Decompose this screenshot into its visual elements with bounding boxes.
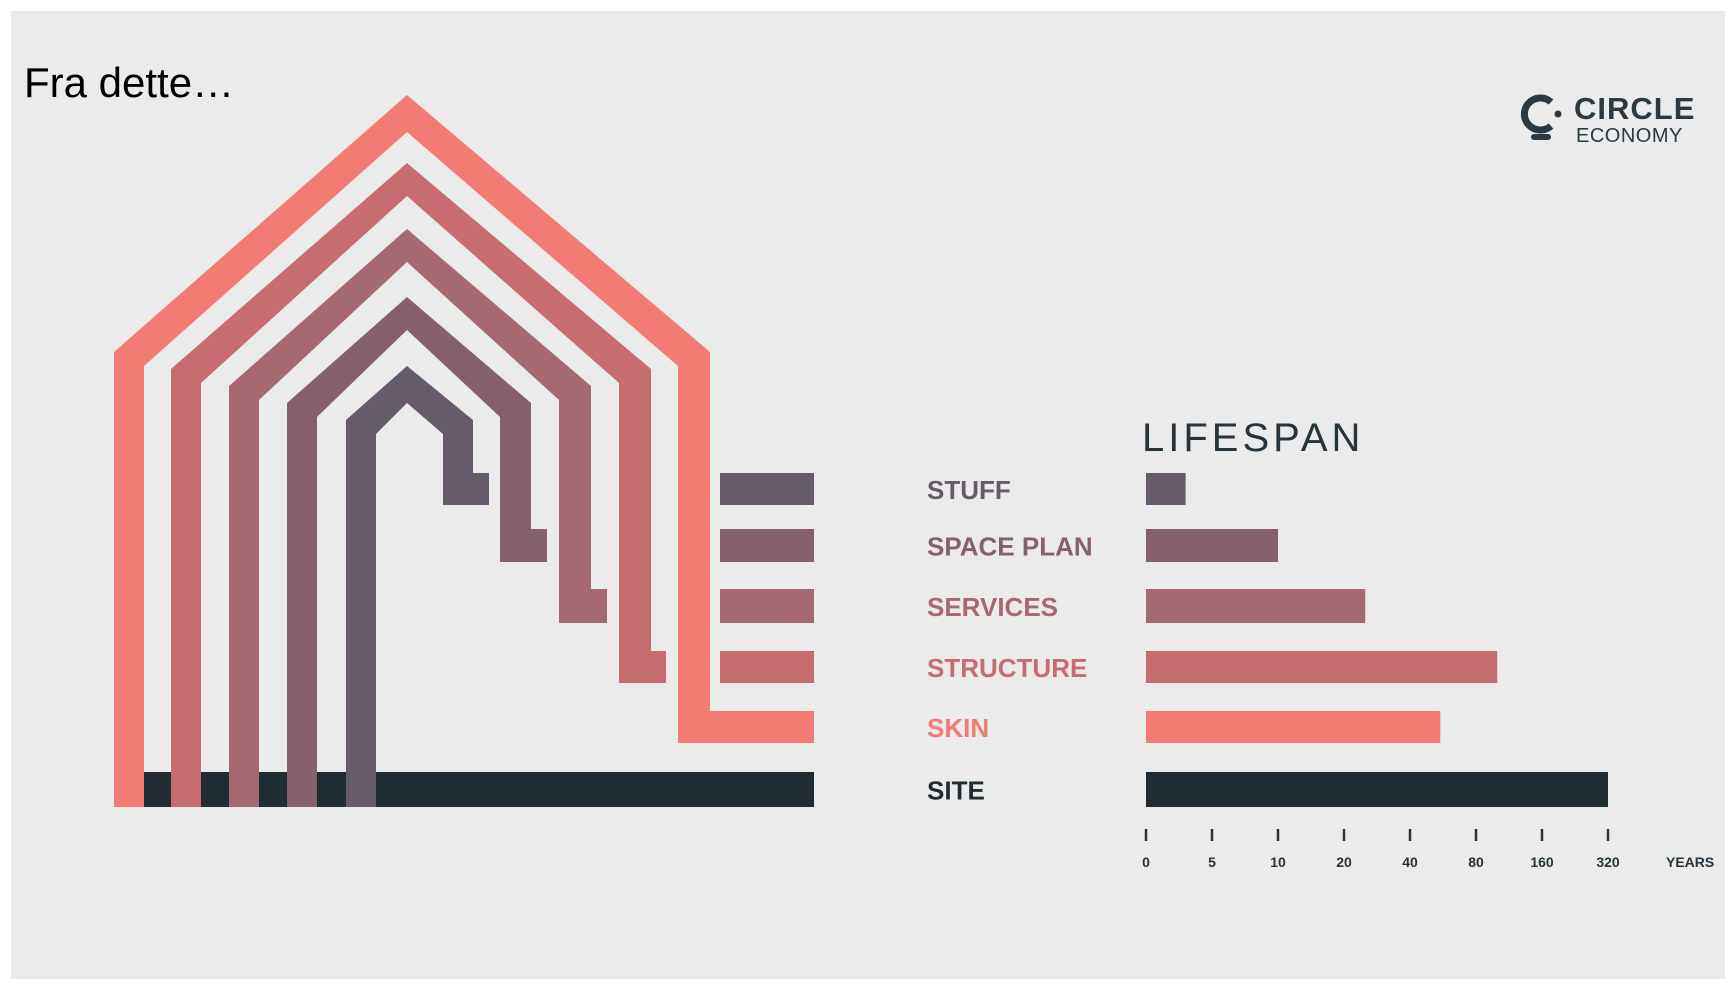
lifespan-bar-space-plan	[1146, 529, 1278, 562]
circle-economy-logo: CIRCLE ECONOMY	[1521, 87, 1711, 147]
site-stuff-post	[346, 772, 376, 807]
house-layer-space-plan	[287, 297, 814, 807]
house-layer-stuff	[346, 366, 814, 807]
house-layer-structure	[171, 163, 814, 807]
site-space-plan-post	[287, 772, 317, 807]
axis-tick-label: 160	[1530, 854, 1554, 870]
space-plan-layer-bar	[720, 529, 814, 562]
chart-title: LIFESPAN	[1142, 416, 1364, 460]
structure-layer-bar	[720, 651, 814, 683]
site-ground-bar	[114, 772, 814, 807]
lifespan-bars	[1146, 473, 1608, 807]
layer-label-space-plan: SPACE PLAN	[927, 532, 1093, 562]
lifespan-bar-skin	[1146, 711, 1441, 743]
site-skin-post	[114, 772, 144, 807]
axis-tick-label: 0	[1142, 854, 1150, 870]
lifespan-bar-services	[1146, 589, 1366, 623]
slide-title: Fra dette…	[24, 59, 235, 106]
axis-unit-label: YEARS	[1666, 854, 1714, 870]
house-layers-diagram	[114, 95, 814, 807]
stuff-layer-bar	[720, 473, 814, 505]
layer-label-site: SITE	[927, 776, 985, 806]
site-structure-post	[171, 772, 201, 807]
services-layer-bar	[720, 589, 814, 623]
house-layer-skin	[114, 95, 814, 807]
house-layer-services	[229, 229, 814, 807]
logo-wordmark-circle: CIRCLE	[1574, 91, 1696, 126]
lifespan-figure: LIFESPAN STUFF SPACE PLAN SERVICES STRUCTUR…	[114, 95, 1714, 870]
axis-tick-label: 20	[1336, 854, 1352, 870]
lifespan-bar-site	[1146, 772, 1608, 807]
layer-label-stuff: STUFF	[927, 475, 1011, 505]
skin-layer-bar	[678, 711, 814, 743]
slide-background: Fra dette… CIRCLE ECONOMY	[11, 11, 1725, 979]
layer-labels: STUFF SPACE PLAN SERVICES STRUCTURE SKIN SITE	[927, 475, 1093, 806]
lifespan-bar-structure	[1146, 651, 1498, 683]
axis-tick-label: 320	[1596, 854, 1620, 870]
site-services-post	[229, 772, 259, 807]
layer-label-services: SERVICES	[927, 592, 1058, 622]
lifespan-axis: 0 5 10 20 40 80 160 320 YEARS	[1142, 829, 1714, 870]
space-plan-house-outline	[287, 297, 547, 807]
lifespan-bar-stuff	[1146, 473, 1186, 505]
layer-label-structure: STRUCTURE	[927, 653, 1087, 683]
layer-label-skin: SKIN	[927, 713, 989, 743]
axis-tick-label: 80	[1468, 854, 1484, 870]
axis-tick-label: 40	[1402, 854, 1418, 870]
house-layer-site	[114, 772, 814, 807]
stuff-house-outline	[346, 366, 489, 807]
axis-tick-label: 5	[1208, 854, 1216, 870]
axis-tick-label: 10	[1270, 854, 1286, 870]
circle-economy-logo-icon	[1521, 94, 1562, 140]
logo-wordmark-economy: ECONOMY	[1576, 125, 1683, 147]
